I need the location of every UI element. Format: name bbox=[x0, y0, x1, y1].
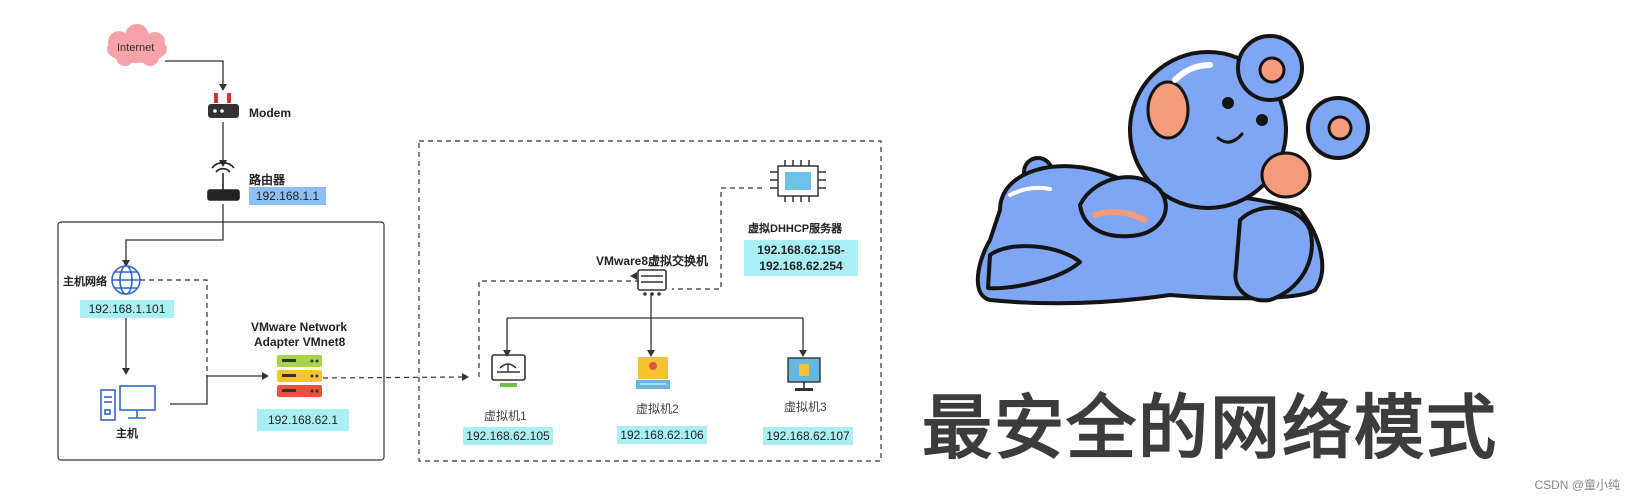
vm2-ip-badge: 192.168.62.106 bbox=[617, 426, 707, 444]
csdn-watermark: CSDN @童小纯 bbox=[1534, 478, 1620, 492]
vm1-label: 虚拟机1 bbox=[484, 409, 527, 423]
vm1-ip-badge: 192.168.62.105 bbox=[463, 427, 553, 445]
switch-icon bbox=[637, 269, 667, 296]
vm1-monitor-icon bbox=[491, 354, 526, 387]
host-computer-icon bbox=[100, 385, 156, 421]
router-label: 路由器 bbox=[249, 173, 286, 187]
cloud-icon bbox=[107, 24, 167, 66]
internet-label: Internet bbox=[117, 42, 155, 54]
adapter-server-icon bbox=[277, 355, 322, 397]
arrowheads bbox=[122, 84, 807, 381]
slogan-title: 最安全的网络模式 bbox=[922, 387, 1498, 469]
modem-icon bbox=[208, 93, 239, 118]
globe-icon bbox=[111, 265, 141, 295]
vm3-monitor-icon bbox=[787, 357, 821, 391]
dhcp-range-start: 192.168.62.158- bbox=[757, 243, 845, 257]
host-label: 主机 bbox=[116, 428, 138, 440]
adapter-ip-badge: 192.168.62.1 bbox=[257, 409, 349, 431]
dashed-connectors bbox=[140, 187, 762, 379]
adapter-label-line1: VMware Network bbox=[251, 320, 348, 334]
host-network-label: 主机网络 bbox=[63, 276, 107, 288]
switch-label: VMware8虚拟交换机 bbox=[596, 254, 709, 268]
adapter-label-line2: Adapter VMnet8 bbox=[254, 335, 346, 349]
vm3-label: 虚拟机3 bbox=[784, 400, 827, 414]
router-icon bbox=[207, 161, 240, 201]
host-network-ip-badge: 192.168.1.101 bbox=[80, 300, 174, 318]
vm3-ip-badge: 192.168.62.107 bbox=[763, 427, 853, 445]
router-ip-badge: 192.168.1.1 bbox=[249, 187, 326, 205]
virtual-network-box bbox=[418, 140, 882, 462]
dhcp-range-end: 192.168.62.254 bbox=[759, 259, 843, 273]
dhcp-label: 虚拟DHHCP服务器 bbox=[748, 223, 843, 235]
host-group-box bbox=[57, 221, 385, 461]
bear-illustration bbox=[975, 34, 1370, 306]
modem-label: Modem bbox=[249, 106, 291, 120]
vm2-label: 虚拟机2 bbox=[636, 402, 679, 416]
vm2-monitor-icon bbox=[636, 357, 670, 389]
dhcp-chip-icon bbox=[770, 160, 826, 202]
dhcp-range-badge: 192.168.62.158- 192.168.62.254 bbox=[744, 240, 858, 276]
